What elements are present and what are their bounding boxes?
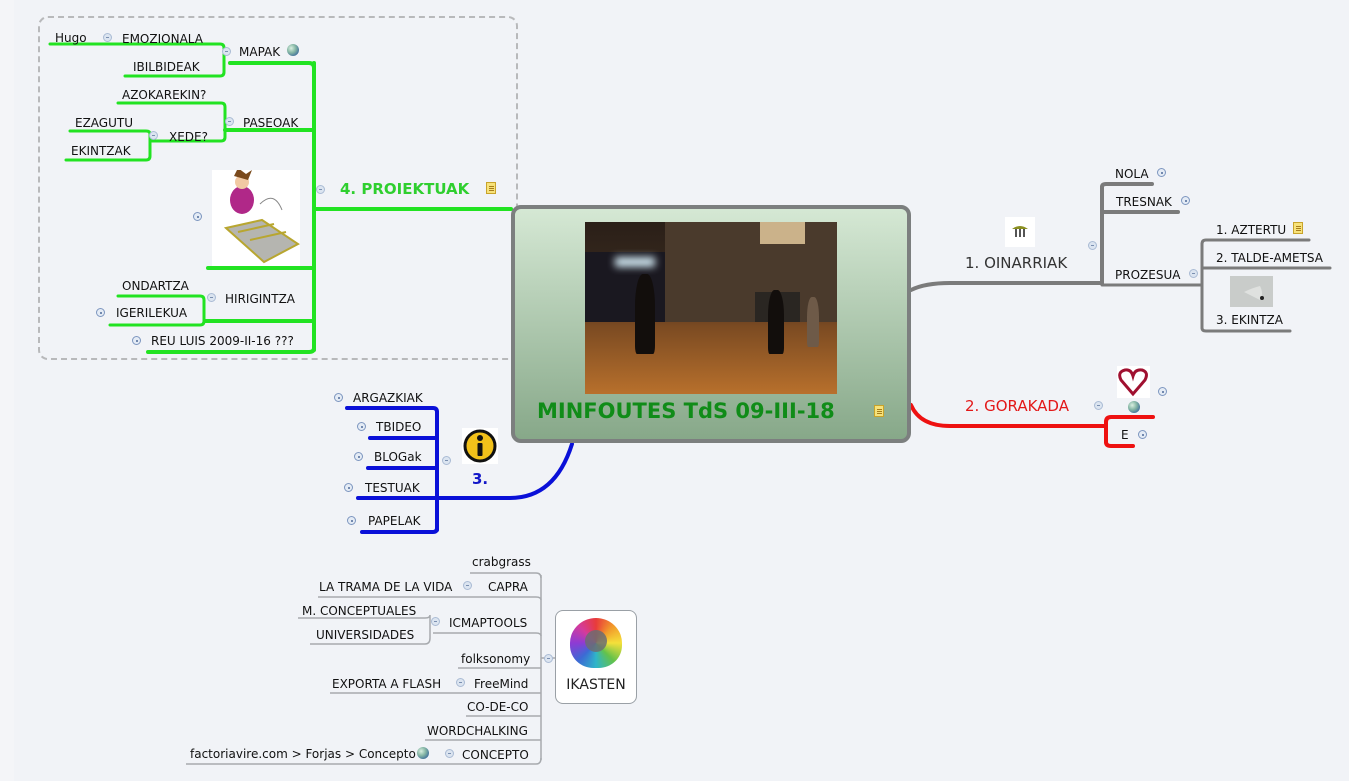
expand-toggle[interactable]: [96, 308, 105, 317]
expand-toggle[interactable]: [334, 393, 343, 402]
central-photo: [585, 222, 837, 394]
topic-talde-ametsa[interactable]: 2. TALDE-AMETSA: [1216, 251, 1323, 265]
collapse-toggle[interactable]: [431, 617, 440, 626]
topic-nola[interactable]: NOLA: [1115, 167, 1149, 181]
info-icon: [462, 428, 498, 464]
expand-toggle[interactable]: [1158, 387, 1167, 396]
topic-oinarriak[interactable]: 1. OINARRIAK: [965, 254, 1068, 272]
topic-tresnak[interactable]: TRESNAK: [1116, 195, 1172, 209]
left-margin: [0, 0, 14, 781]
collapse-toggle[interactable]: [225, 117, 234, 126]
collapse-toggle[interactable]: [463, 581, 472, 590]
boundary-proiektuak: [38, 16, 518, 360]
topic-co-de-co[interactable]: CO-DE-CO: [467, 700, 529, 714]
topic-azokarekin[interactable]: AZOKAREKIN?: [122, 88, 207, 102]
expand-toggle[interactable]: [1157, 168, 1166, 177]
note-icon[interactable]: [1293, 222, 1303, 234]
topic-ekintza[interactable]: 3. EKINTZA: [1216, 313, 1283, 327]
ikasten-label: IKASTEN: [566, 677, 626, 693]
collapse-toggle[interactable]: [456, 678, 465, 687]
topic-3[interactable]: 3.: [472, 470, 489, 488]
globe-link-icon[interactable]: [417, 747, 429, 759]
topic-freemind[interactable]: FreeMind: [474, 677, 529, 691]
expand-toggle[interactable]: [193, 212, 202, 221]
collapse-toggle[interactable]: [1094, 401, 1103, 410]
note-icon[interactable]: [486, 182, 496, 194]
topic-folksonomy[interactable]: folksonomy: [461, 652, 531, 666]
topic-concepto[interactable]: CONCEPTO: [462, 748, 529, 762]
expand-toggle[interactable]: [354, 452, 363, 461]
topic-emozionala[interactable]: EMOZIONALA: [122, 32, 203, 46]
topic-testuak[interactable]: TESTUAK: [365, 481, 420, 495]
topic-ikasten[interactable]: IKASTEN: [555, 610, 637, 704]
topic-capra[interactable]: CAPRA: [488, 580, 528, 594]
topic-igerilekua[interactable]: IGERILEKUA: [116, 306, 188, 320]
topic-aztertu[interactable]: 1. AZTERTU: [1216, 223, 1287, 237]
topic-ibilbideak[interactable]: IBILBIDEAK: [133, 60, 200, 74]
topic-blogak[interactable]: BLOGak: [374, 450, 422, 464]
topic-factoriavire-link[interactable]: factoriavire.com > Forjas > Concepto: [190, 747, 416, 761]
topic-paseoak[interactable]: PASEOAK: [243, 116, 299, 130]
collapse-toggle[interactable]: [442, 456, 451, 465]
topic-exporta-flash[interactable]: EXPORTA A FLASH: [332, 677, 442, 691]
topic-hugo[interactable]: Hugo: [55, 31, 87, 45]
collapse-toggle[interactable]: [316, 185, 325, 194]
collapse-toggle[interactable]: [207, 293, 216, 302]
footprint-image: [1230, 276, 1273, 307]
topic-conceptuales[interactable]: M. CONCEPTUALES: [302, 604, 417, 618]
central-title[interactable]: MINFOUTES TdS 09-III-18: [537, 399, 835, 423]
expand-toggle[interactable]: [1181, 196, 1190, 205]
puzzle-globe-icon: [570, 618, 622, 668]
heart-icon: [1117, 366, 1150, 398]
topic-ekintzak[interactable]: EKINTZAK: [71, 144, 131, 158]
expand-toggle[interactable]: [1138, 430, 1147, 439]
collapse-toggle[interactable]: [222, 47, 231, 56]
expand-toggle[interactable]: [357, 422, 366, 431]
topic-crabgrass[interactable]: crabgrass: [472, 555, 531, 569]
topic-reu-luis[interactable]: REU LUIS 2009-II-16 ???: [151, 334, 294, 348]
topic-e[interactable]: E: [1121, 428, 1129, 442]
topic-xede[interactable]: XEDE?: [169, 130, 208, 144]
topic-wordchalking[interactable]: WORDCHALKING: [427, 724, 528, 738]
topic-trama[interactable]: LA TRAMA DE LA VIDA: [319, 580, 453, 594]
note-icon[interactable]: [874, 405, 884, 417]
topic-gorakada[interactable]: 2. GORAKADA: [965, 397, 1069, 415]
globe-link-icon[interactable]: [287, 44, 299, 56]
topic-universidades[interactable]: UNIVERSIDADES: [316, 628, 415, 642]
topic-mapak[interactable]: MAPAK: [239, 45, 281, 59]
pillars-icon: [1005, 217, 1035, 247]
expand-toggle[interactable]: [132, 336, 141, 345]
hopscotch-image[interactable]: [212, 168, 300, 266]
topic-icmaptools[interactable]: ICMAPTOOLS: [449, 616, 528, 630]
topic-ondartza[interactable]: ONDARTZA: [122, 279, 189, 293]
topic-proiektuak[interactable]: 4. PROIEKTUAK: [340, 180, 470, 198]
topic-hirigintza[interactable]: HIRIGINTZA: [225, 292, 296, 306]
collapse-toggle[interactable]: [544, 654, 553, 663]
topic-tbideo[interactable]: TBIDEO: [376, 420, 422, 434]
collapse-toggle[interactable]: [445, 749, 454, 758]
topic-prozesua[interactable]: PROZESUA: [1115, 268, 1181, 282]
expand-toggle[interactable]: [344, 483, 353, 492]
collapse-toggle[interactable]: [103, 33, 112, 42]
topic-argazkiak[interactable]: ARGAZKIAK: [353, 391, 423, 405]
collapse-toggle[interactable]: [1189, 269, 1198, 278]
expand-toggle[interactable]: [347, 516, 356, 525]
globe-link-icon[interactable]: [1128, 401, 1140, 413]
collapse-toggle[interactable]: [1088, 241, 1097, 250]
topic-ezagutu[interactable]: EZAGUTU: [75, 116, 133, 130]
collapse-toggle[interactable]: [149, 131, 158, 140]
topic-papelak[interactable]: PAPELAK: [368, 514, 421, 528]
